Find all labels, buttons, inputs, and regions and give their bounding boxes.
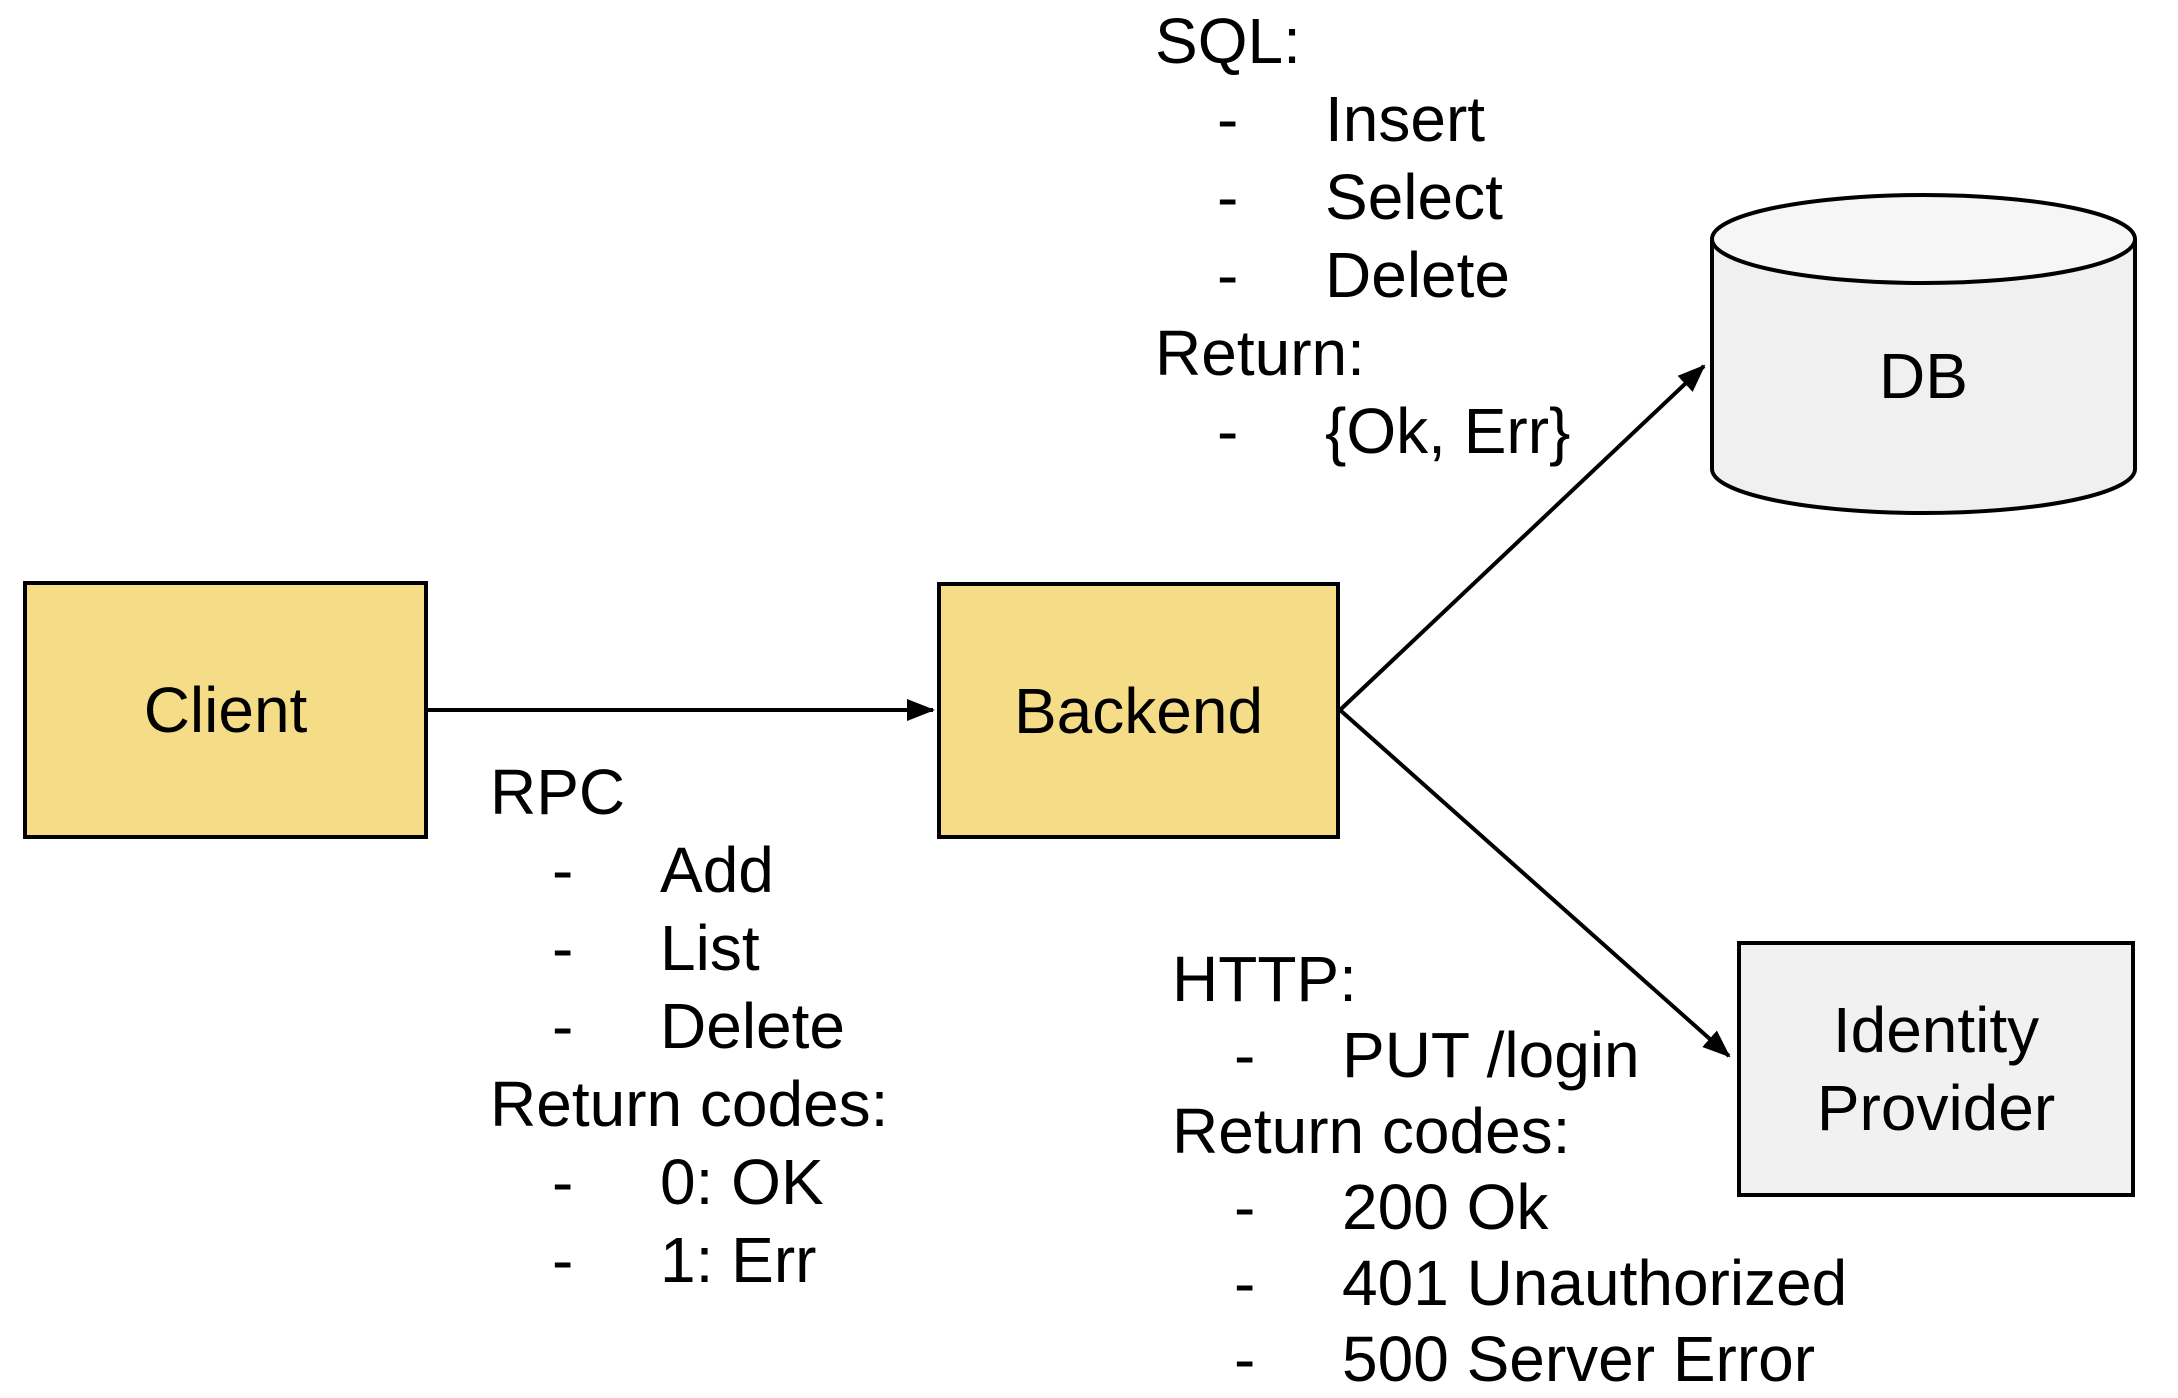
- http-annotation-item-text: 200 Ok: [1342, 1171, 1549, 1243]
- bullet-dash: -: [552, 990, 574, 1062]
- rpc-annotation-item-text: List: [660, 912, 760, 984]
- rpc-annotation-item-text: Delete: [660, 990, 845, 1062]
- sql-annotation-item-text: Delete: [1325, 239, 1510, 311]
- rpc-annotation-item: - Delete: [490, 987, 888, 1065]
- rpc-annotation-item: - 1: Err: [490, 1221, 888, 1299]
- bullet-dash: -: [552, 1224, 574, 1296]
- http-annotation: HTTP: - PUT /login Return codes: - 200 O…: [1172, 941, 1847, 1397]
- rpc-annotation: RPC - Add - List - Delete Return codes: …: [490, 753, 888, 1299]
- rpc-annotation-item-text: 0: OK: [660, 1146, 824, 1218]
- http-annotation-item: - 500 Server Error: [1172, 1321, 1847, 1397]
- rpc-annotation-return-title: Return codes:: [490, 1068, 889, 1140]
- client-node: Client: [23, 581, 428, 839]
- db-node-label-container: DB: [1712, 283, 2135, 469]
- rpc-annotation-item-text: 1: Err: [660, 1224, 817, 1296]
- rpc-annotation-item: - Add: [490, 831, 888, 909]
- bullet-dash: -: [1234, 1171, 1256, 1243]
- identity-provider-node-label: Identity Provider: [1816, 994, 2056, 1144]
- sql-annotation-item-text: Insert: [1325, 83, 1486, 155]
- db-cylinder-top: [1710, 193, 2137, 285]
- rpc-annotation-item: - List: [490, 909, 888, 987]
- sql-annotation-item-text: {Ok, Err}: [1325, 395, 1571, 467]
- backend-node-label: Backend: [1013, 674, 1264, 747]
- http-annotation-item-text: 401 Unauthorized: [1342, 1247, 1848, 1319]
- db-node-label: DB: [1879, 340, 1968, 412]
- bullet-dash: -: [1217, 161, 1239, 233]
- rpc-annotation-title: RPC: [490, 756, 626, 828]
- backend-db-arrow: [1338, 364, 1706, 712]
- sql-annotation-title: SQL:: [1155, 5, 1301, 77]
- bullet-dash: -: [1217, 395, 1239, 467]
- http-annotation-item: - PUT /login: [1172, 1017, 1847, 1093]
- sql-annotation: SQL: - Insert - Select - Delete Return: …: [1155, 2, 1570, 470]
- rpc-annotation-item-text: Add: [660, 834, 774, 906]
- http-annotation-item: - 200 Ok: [1172, 1169, 1847, 1245]
- bullet-dash: -: [1217, 239, 1239, 311]
- http-annotation-return-title: Return codes:: [1172, 1095, 1571, 1167]
- http-annotation-title: HTTP:: [1172, 943, 1357, 1015]
- bullet-dash: -: [1234, 1247, 1256, 1319]
- sql-annotation-item: - {Ok, Err}: [1155, 392, 1570, 470]
- sql-annotation-item-text: Select: [1325, 161, 1503, 233]
- http-annotation-item-text: 500 Server Error: [1342, 1323, 1816, 1395]
- http-annotation-item: - 401 Unauthorized: [1172, 1245, 1847, 1321]
- bullet-dash: -: [1217, 83, 1239, 155]
- rpc-annotation-item: - 0: OK: [490, 1143, 888, 1221]
- http-annotation-item-text: PUT /login: [1342, 1019, 1640, 1091]
- bullet-dash: -: [552, 912, 574, 984]
- backend-node: Backend: [937, 582, 1340, 839]
- db-node: [1710, 193, 2137, 515]
- sql-annotation-item: - Insert: [1155, 80, 1570, 158]
- identity-provider-node: Identity Provider: [1737, 941, 2135, 1197]
- bullet-dash: -: [552, 834, 574, 906]
- sql-annotation-item: - Select: [1155, 158, 1570, 236]
- client-node-label: Client: [143, 674, 308, 746]
- sql-annotation-return-title: Return:: [1155, 317, 1365, 389]
- bullet-dash: -: [552, 1146, 574, 1218]
- backend-identity-arrow: [1338, 708, 1731, 1058]
- sql-annotation-item: - Delete: [1155, 236, 1570, 314]
- bullet-dash: -: [1234, 1019, 1256, 1091]
- bullet-dash: -: [1234, 1323, 1256, 1395]
